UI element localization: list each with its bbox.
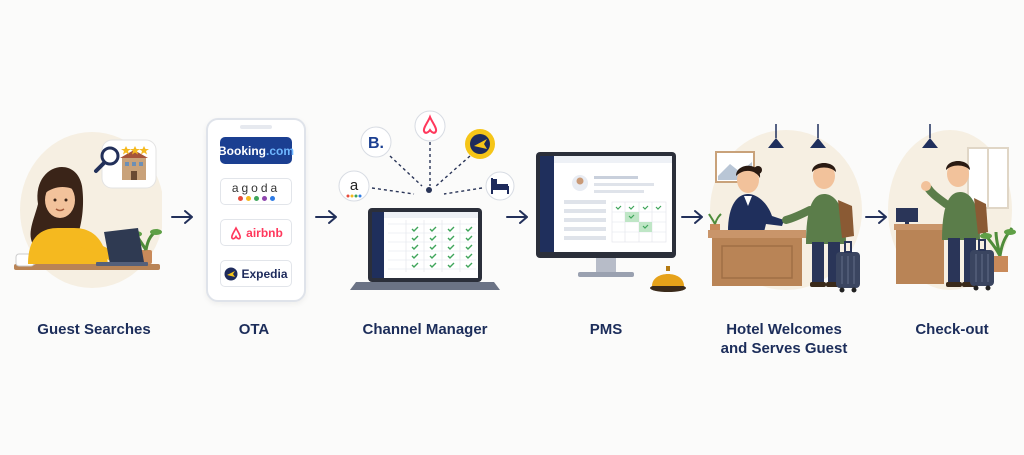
traveler-figure xyxy=(782,163,854,287)
expedia-logo[interactable]: Expedia xyxy=(220,260,292,287)
arrow-icon xyxy=(315,210,337,224)
airbnb-name: airbnb xyxy=(246,225,283,240)
booking-icon: B. xyxy=(360,126,392,158)
bell-icon xyxy=(650,266,686,292)
agoda-name: agoda xyxy=(231,181,281,195)
lamp-icon xyxy=(922,124,938,148)
bed-icon xyxy=(485,171,515,201)
agoda-logo[interactable]: agoda xyxy=(220,178,292,205)
ota-phone: Booking.com agoda airbnb Expedia xyxy=(206,118,306,302)
star-icon xyxy=(121,146,149,155)
amazon-icon: a xyxy=(338,170,370,202)
guest-searches-illustration xyxy=(14,132,162,288)
plant-icon xyxy=(708,213,722,234)
step-label-guest-searches: Guest Searches xyxy=(37,321,151,338)
window-frame xyxy=(967,147,1009,209)
hotel-icon xyxy=(120,150,148,180)
step-label-check-out: Check-out xyxy=(915,321,989,338)
arrow-icon xyxy=(681,210,703,224)
expedia-icon xyxy=(465,129,495,159)
step-label-pms: PMS xyxy=(589,321,623,338)
laptop-icon xyxy=(350,208,500,290)
reception-desk xyxy=(708,230,806,286)
lamp-icon xyxy=(768,124,826,148)
magnifier-icon xyxy=(94,146,120,173)
suitcase-icon xyxy=(836,241,860,293)
airbnb-icon xyxy=(231,225,242,240)
airbnb-icon xyxy=(414,110,446,142)
suitcase-icon xyxy=(970,239,994,291)
monitor-icon xyxy=(536,152,676,277)
availability-grid xyxy=(388,220,476,272)
expedia-icon xyxy=(224,267,238,280)
arrow-icon xyxy=(171,210,193,224)
staff-figure xyxy=(728,165,784,232)
agoda-dots xyxy=(237,196,275,201)
arrow-icon xyxy=(506,210,528,224)
step-label-ota: OTA xyxy=(238,321,270,338)
phone-notch xyxy=(240,125,272,129)
amazon-letter: a xyxy=(350,177,359,194)
search-bubble xyxy=(94,139,157,189)
booking-name: Booking xyxy=(218,143,266,158)
arrow-icon xyxy=(865,210,887,224)
pms-illustration xyxy=(536,152,686,292)
checkout-illustration xyxy=(888,124,1016,291)
expedia-name: Expedia xyxy=(241,266,288,281)
hotel-welcome-illustration xyxy=(708,124,862,293)
booking-letter: B. xyxy=(368,135,384,152)
airbnb-logo[interactable]: airbnb xyxy=(220,219,292,246)
booking-logo[interactable]: Booking.com xyxy=(218,137,295,164)
step-label-channel-manager: Channel Manager xyxy=(362,321,488,338)
plant-icon xyxy=(980,227,1016,272)
step-label-hotel-welcomes: Hotel Welcomes and Serves Guest xyxy=(720,321,848,357)
check-marks xyxy=(411,226,473,268)
laptop-icon xyxy=(96,228,148,266)
reception-desk xyxy=(894,208,946,284)
booking-suffix: .com xyxy=(266,143,295,158)
channel-manager-illustration: B. a xyxy=(338,110,515,290)
